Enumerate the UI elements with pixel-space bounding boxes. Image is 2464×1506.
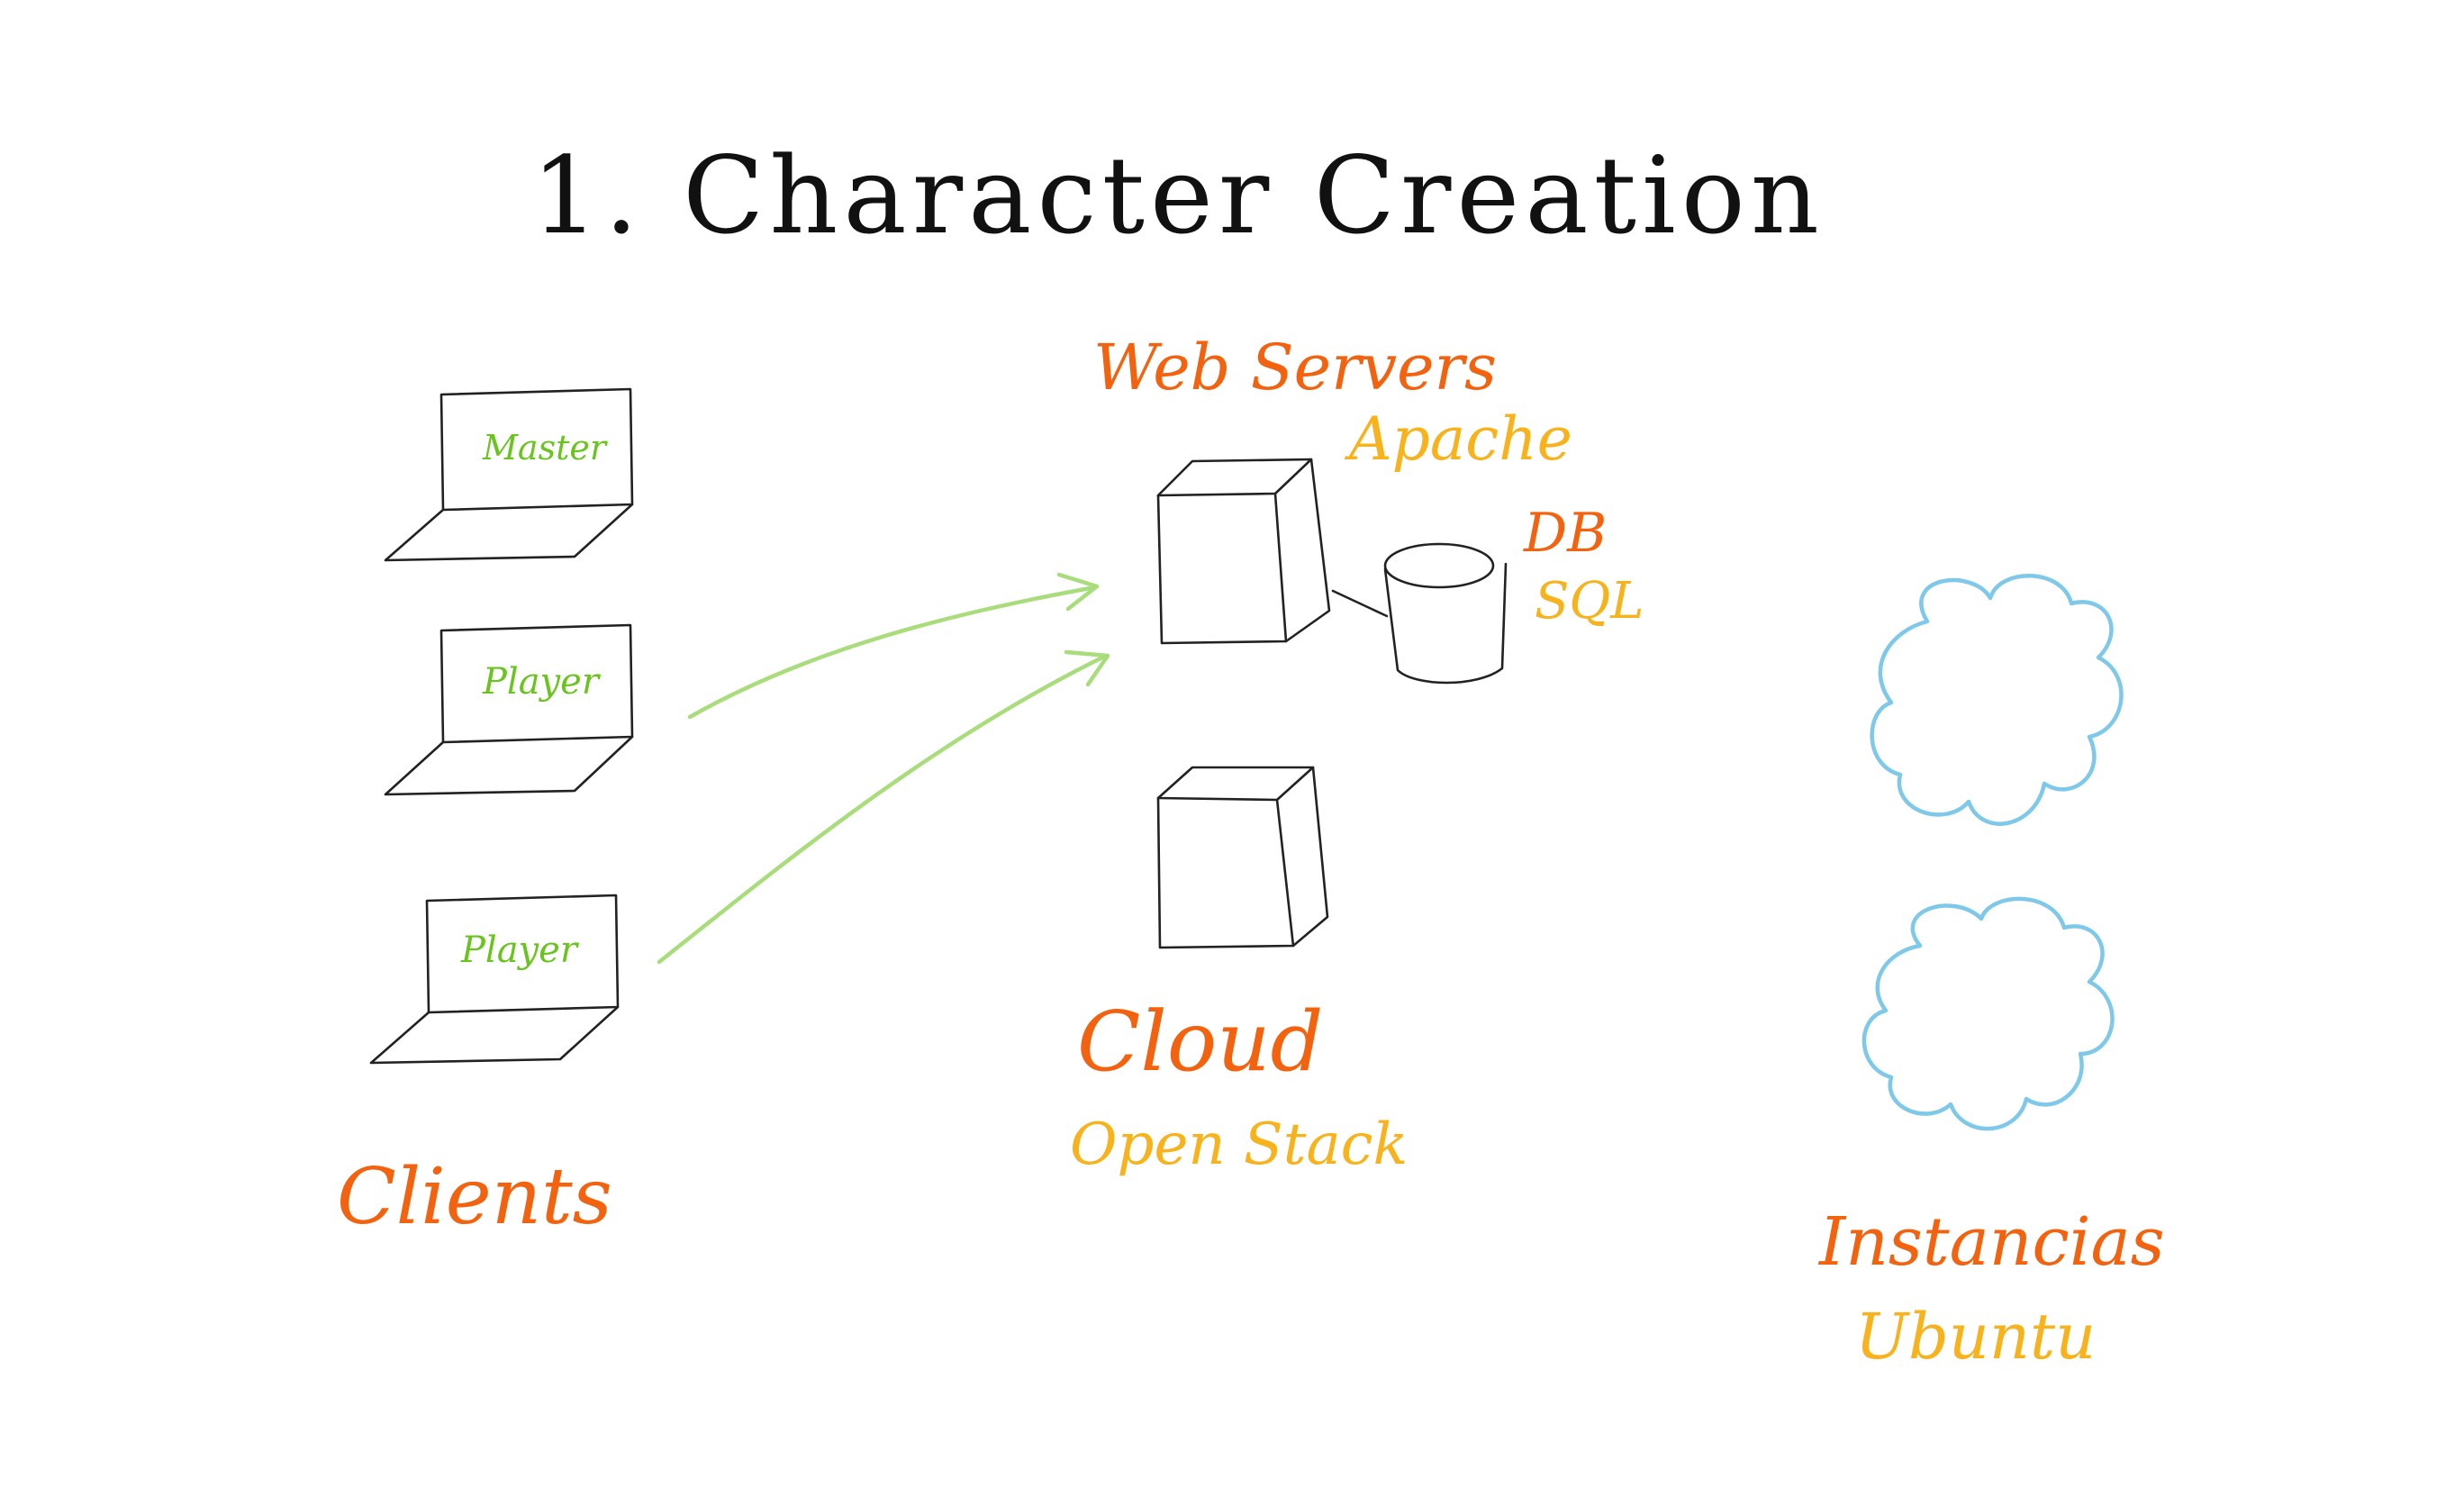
laptop-player-2-label: Player <box>460 930 580 971</box>
web-servers-software: Apache <box>1344 404 1572 474</box>
instances-label: Instancias <box>1817 1203 2165 1281</box>
arrow-client-to-server-2 <box>657 649 1110 965</box>
cloud-label: Cloud <box>1077 993 1323 1090</box>
web-servers-label: Web Servers <box>1093 331 1497 404</box>
diagram-title: 1. Character Creation <box>531 133 1825 258</box>
instances-software: Ubuntu <box>1855 1300 2096 1374</box>
db-label: DB <box>1523 502 1607 565</box>
laptop-player-1: Player <box>384 623 634 796</box>
laptop-player-2: Player <box>369 894 620 1065</box>
db-software: SQL <box>1535 572 1644 631</box>
cloud-server-box <box>1156 766 1329 949</box>
laptop-player-1-label: Player <box>482 661 602 703</box>
instance-cloud-2 <box>1862 896 2115 1131</box>
clients-label: Clients <box>337 1152 612 1242</box>
laptop-master: Master <box>384 387 634 562</box>
web-server-box <box>1156 458 1331 645</box>
server-db-connector <box>1331 589 1389 618</box>
arrow-client-to-server-1 <box>687 572 1100 720</box>
cloud-software: Open Stack <box>1070 1111 1408 1178</box>
instance-cloud-1 <box>1870 573 2124 826</box>
database-cylinder <box>1383 542 1508 685</box>
laptop-master-label: Master <box>482 428 609 467</box>
